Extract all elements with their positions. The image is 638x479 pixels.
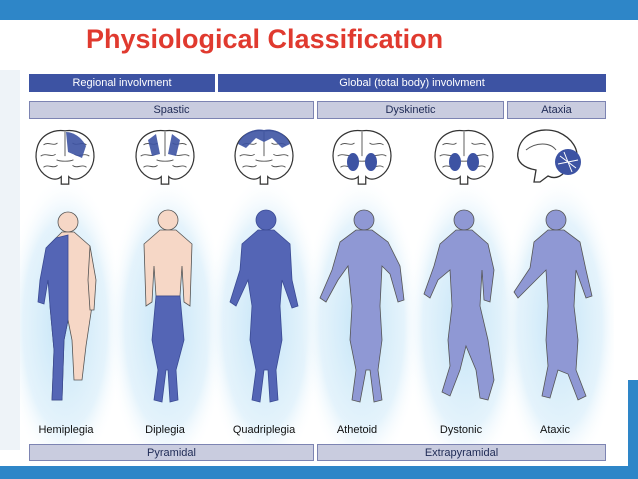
- figure-ataxic: [513, 209, 593, 401]
- label-hemiplegia: Hemiplegia: [38, 424, 94, 436]
- figure-athetoid: [319, 209, 405, 403]
- ataxia-header: Ataxia: [507, 101, 606, 119]
- label-quadriplegia: Quadriplegia: [232, 424, 296, 436]
- extrapyramidal-footer: Extrapyramidal: [317, 444, 606, 461]
- spastic-header: Spastic: [29, 101, 314, 119]
- figure-hemiplegia: [37, 211, 97, 401]
- right-accent-bar: [628, 380, 638, 479]
- figure-dystonic: [423, 209, 495, 401]
- brain-dystonic: [434, 129, 494, 185]
- brain-ataxic-sagittal: [517, 129, 581, 183]
- figure-quadriplegia: [229, 209, 299, 403]
- dyskinetic-header: Dyskinetic: [317, 101, 504, 119]
- figure-diplegia: [143, 209, 193, 403]
- global-involvement-header: Global (total body) involvment: [218, 74, 606, 92]
- bottom-accent-bar: [0, 466, 638, 479]
- figure-art: [20, 129, 614, 465]
- label-diplegia: Diplegia: [145, 424, 185, 436]
- left-panel: [0, 70, 20, 450]
- brain-quadriplegia: [234, 129, 294, 185]
- top-accent-bar: [0, 0, 638, 20]
- brain-athetoid: [332, 129, 392, 185]
- brain-hemiplegia: [35, 129, 95, 185]
- classification-figure: Regional involvment Global (total body) …: [20, 70, 614, 465]
- label-athetoid: Athetoid: [336, 424, 378, 436]
- brain-diplegia: [135, 129, 195, 185]
- pyramidal-footer: Pyramidal: [29, 444, 314, 461]
- label-ataxic: Ataxic: [540, 424, 570, 436]
- slide-title: Physiological Classification: [86, 24, 444, 54]
- regional-involvement-header: Regional involvment: [29, 74, 215, 92]
- label-dystonic: Dystonic: [439, 424, 483, 436]
